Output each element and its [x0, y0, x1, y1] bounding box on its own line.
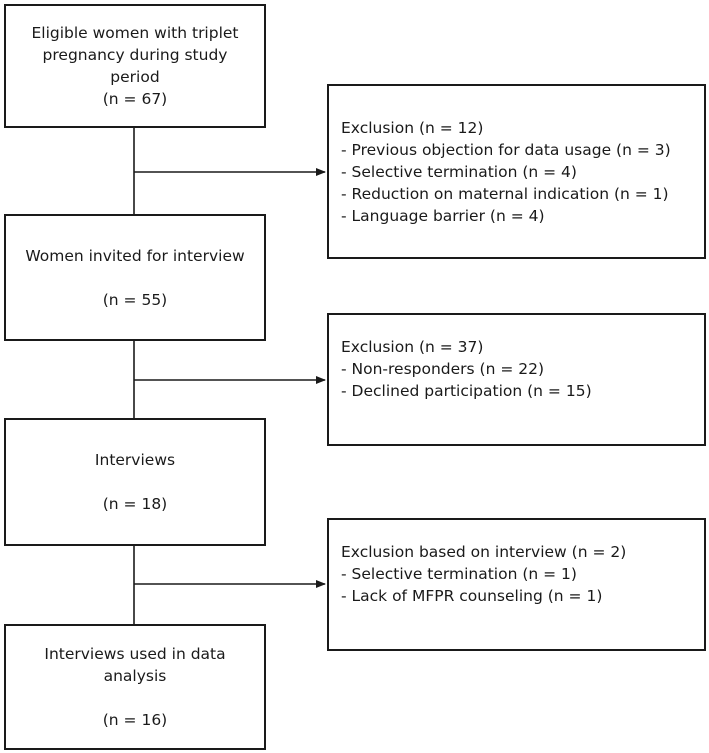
exclusion-1-item: - Reduction on maternal indication (n = …: [341, 184, 669, 203]
eligible-line-2: pregnancy during study: [42, 46, 228, 64]
eligible-line-3: period: [110, 68, 160, 86]
invited-count: (n = 55): [102, 290, 168, 309]
interviews-box: Interviews (n = 18): [4, 418, 266, 546]
exclusion-1-item: - Language barrier (n = 4): [341, 206, 545, 225]
analysis-box: Interviews used in data analysis (n = 16…: [4, 624, 266, 750]
exclusion-3-item: - Lack of MFPR counseling (n = 1): [341, 586, 603, 605]
invited-title: Women invited for interview: [25, 246, 245, 265]
analysis-line-2: analysis: [103, 667, 167, 685]
exclusion-3-item: - Selective termination (n = 1): [341, 564, 577, 583]
exclusion-box-2: Exclusion (n = 37) - Non-responders (n =…: [327, 313, 706, 446]
exclusion-box-3: Exclusion based on interview (n = 2) - S…: [327, 518, 706, 651]
analysis-count: (n = 16): [102, 711, 168, 729]
exclusion-1-heading: Exclusion (n = 12): [341, 118, 484, 137]
exclusion-2-item: - Non-responders (n = 22): [341, 359, 545, 378]
eligible-women-box: Eligible women with triplet pregnancy du…: [4, 4, 266, 128]
exclusion-2-heading: Exclusion (n = 37): [341, 337, 484, 356]
exclusion-1-item: - Previous objection for data usage (n =…: [341, 140, 671, 159]
interviews-title: Interviews: [94, 451, 176, 469]
eligible-line-1: Eligible women with triplet: [31, 24, 239, 42]
interviews-count: (n = 18): [102, 495, 168, 513]
exclusion-3-heading: Exclusion based on interview (n = 2): [341, 542, 627, 561]
invited-box: Women invited for interview (n = 55): [4, 214, 266, 341]
exclusion-1-item: - Selective termination (n = 4): [341, 162, 577, 181]
exclusion-2-item: - Declined participation (n = 15): [341, 381, 592, 400]
exclusion-box-1: Exclusion (n = 12) - Previous objection …: [327, 84, 706, 259]
analysis-line-1: Interviews used in data: [44, 645, 226, 663]
eligible-count: (n = 67): [102, 90, 168, 108]
